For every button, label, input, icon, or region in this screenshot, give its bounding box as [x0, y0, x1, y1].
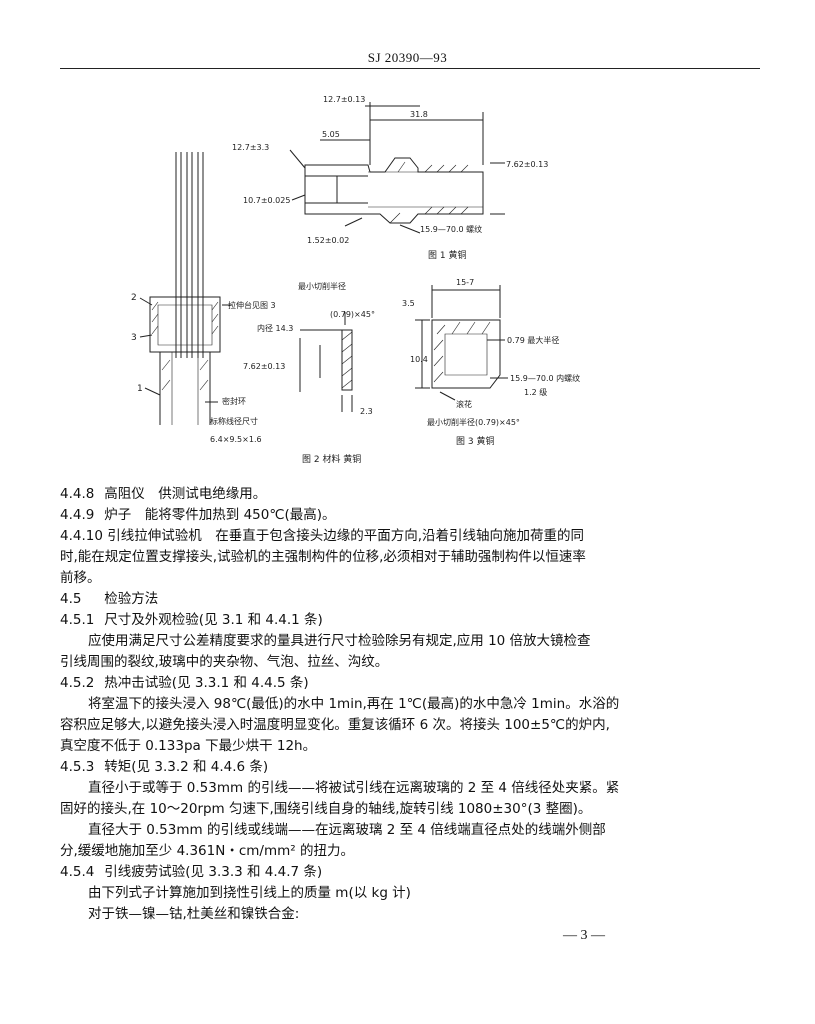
clause-text: 应使用满足尺寸公差精度要求的量具进行尺寸检验除另有规定,应用 10 倍放大镜检查: [88, 633, 591, 649]
fig1-dim-10-7: 10.7±0.025: [243, 196, 290, 205]
fig1-dim-1-52: 1.52±0.02: [307, 236, 349, 245]
clause-text: 引线周围的裂纹,玻璃中的夹杂物、气泡、拉丝、沟纹。: [60, 654, 389, 670]
text-line: 引线周围的裂纹,玻璃中的夹杂物、气泡、拉丝、沟纹。: [60, 652, 760, 673]
text-line: 4.4.9 炉子 能将零件加热到 450℃(最高)。: [60, 505, 760, 526]
text-line: 4.4.8 高阻仪 供测试电绝缘用。: [60, 484, 760, 505]
page-number: — 3 —: [563, 928, 605, 943]
clause-number: 4.4.8: [60, 486, 95, 502]
fig2-dim-762: 7.62±0.13: [243, 362, 285, 371]
fig2-dim-23: 2.3: [360, 407, 373, 416]
fig2-top-label: 最小切削半径: [298, 281, 346, 291]
fig3-inner-thread: 15.9—70.0 内螺纹: [510, 373, 580, 383]
fig2-tensile-note: 拉伸台见图 3: [228, 300, 276, 310]
header-rule: [60, 68, 760, 69]
text-line: 真空度不低于 0.133pa 下最少烘干 12h。: [60, 736, 760, 757]
clause-number: 4.4.9: [60, 507, 95, 523]
figure-3: [415, 285, 508, 401]
fig2-callout-2: 2: [131, 293, 137, 303]
fig3-dim-35: 3.5: [402, 299, 415, 308]
fig3-caption: 图 3 黄铜: [456, 435, 494, 447]
text-line: 将室温下的接头浸入 98℃(最低)的水中 1min,再在 1℃(最高)的水中急冷…: [60, 694, 760, 715]
clause-number: 4.5.2: [60, 675, 95, 691]
clause-text: 前移。: [60, 570, 101, 586]
clause-text: 时,能在规定位置支撑接头,试验机的主强制构件的位移,必须相对于辅助强制构件以恒速…: [60, 549, 586, 565]
fig1-dim-7-62: 7.62±0.13: [506, 160, 548, 169]
fig2-size: 6.4×9.5×1.6: [210, 435, 262, 444]
clause-text: 将室温下的接头浸入 98℃(最低)的水中 1min,再在 1℃(最高)的水中急冷…: [88, 696, 620, 712]
text-line: 分,缓缓地施加至少 4.361N・cm/mm² 的扭力。: [60, 841, 760, 862]
text-line: 容积应足够大,以避免接头浸入时温度明显变化。重复该循环 6 次。将接头 100±…: [60, 715, 760, 736]
clause-text: 真空度不低于 0.133pa 下最少烘干 12h。: [60, 738, 317, 754]
text-line: 由下列式子计算施加到挠性引线上的质量 m(以 kg 计): [60, 883, 760, 904]
fig1-dim-31-8: 31.8: [410, 110, 428, 119]
text-line: 直径大于 0.53mm 的引线或线端——在远离玻璃 2 至 4 倍线端直径点处的…: [60, 820, 760, 841]
fig1-dim-thread: 15.9—70.0 螺纹: [420, 224, 482, 234]
fig1-dim-5-05: 5.05: [322, 130, 340, 139]
fig2-callout-3: 3: [131, 333, 137, 343]
fig2-chamfer: (0.79)×45°: [330, 310, 375, 319]
text-line: 固好的接头,在 10～20rpm 匀速下,围绕引线自身的轴线,旋转引线 1080…: [60, 799, 760, 820]
fig2-seal-ring: 密封环: [222, 396, 246, 406]
text-line: 应使用满足尺寸公差精度要求的量具进行尺寸检验除另有规定,应用 10 倍放大镜检查: [60, 631, 760, 652]
document-code: SJ 20390—93: [367, 50, 448, 65]
clause-number: 4.5.1: [60, 612, 95, 628]
clause-number: 4.5.4: [60, 864, 95, 880]
text-line: 4.5.4 引线疲劳试验(见 3.3.3 和 4.4.7 条): [60, 862, 760, 883]
text-line: 4.5.2 热冲击试验(见 3.3.1 和 4.4.5 条): [60, 673, 760, 694]
fig3-grade: 1.2 级: [524, 387, 547, 397]
figure-2-assembly: [139, 152, 232, 425]
clause-text: 分,缓缓地施加至少 4.361N・cm/mm² 的扭力。: [60, 843, 354, 859]
clause-text: 尺寸及外观检验(见 3.1 和 4.4.1 条): [104, 612, 323, 628]
text-line: 直径小于或等于 0.53mm 的引线——将被试引线在远离玻璃的 2 至 4 倍线…: [60, 778, 760, 799]
fig3-top-dim: 15-7: [456, 278, 474, 287]
text-line: 4.5.1 尺寸及外观检验(见 3.1 和 4.4.1 条): [60, 610, 760, 631]
fig1-caption: 图 1 黄铜: [428, 249, 466, 261]
text-line: 4.5.3 转矩(见 3.3.2 和 4.4.6 条): [60, 757, 760, 778]
clause-text: 容积应足够大,以避免接头浸入时温度明显变化。重复该循环 6 次。将接头 100±…: [60, 717, 610, 733]
clause-number: 4.4.10: [60, 528, 103, 544]
clause-text: 对于铁—镍—钴,杜美丝和镍铁合金:: [88, 906, 300, 922]
text-line: 对于铁—镍—钴,杜美丝和镍铁合金:: [60, 904, 760, 925]
fig1-dim-12-7: 12.7±0.13: [323, 95, 365, 104]
clause-text: 检验方法: [104, 591, 159, 607]
text-line: 前移。: [60, 568, 760, 589]
clause-number: 4.5: [60, 591, 82, 607]
technical-figures: 12.7±0.13 31.8 5.05 12.7±3.3 7.62±0.13 1…: [131, 95, 580, 465]
fig1-dim-12-7b: 12.7±3.3: [232, 143, 269, 152]
fig2-callout-1: 1: [137, 384, 143, 394]
clause-number: 4.5.3: [60, 759, 95, 775]
fig3-knurl: 滚花: [456, 399, 472, 409]
text-line: 4.4.10 引线拉伸试验机 在垂直于包含接头边缘的平面方向,沿着引线轴向施加荷…: [60, 526, 760, 547]
body-text: 4.4.8 高阻仪 供测试电绝缘用。4.4.9 炉子 能将零件加热到 450℃(…: [60, 484, 760, 925]
clause-text: 热冲击试验(见 3.3.1 和 4.4.5 条): [104, 675, 309, 691]
fig3-min-radius: 最小切削半径(0.79)×45°: [427, 417, 520, 427]
figure-2-ring: [299, 312, 353, 412]
text-line: 时,能在规定位置支撑接头,试验机的主强制构件的位移,必须相对于辅助强制构件以恒速…: [60, 547, 760, 568]
clause-text: 高阻仪 供测试电绝缘用。: [104, 486, 267, 502]
clause-text: 炉子 能将零件加热到 450℃(最高)。: [104, 507, 336, 523]
fig3-radius: 0.79 最大半径: [507, 335, 559, 345]
clause-text: 由下列式子计算施加到挠性引线上的质量 m(以 kg 计): [88, 885, 411, 901]
fig2-wire-size: 标称线径尺寸: [210, 416, 258, 426]
clause-text: 固好的接头,在 10～20rpm 匀速下,围绕引线自身的轴线,旋转引线 1080…: [60, 801, 592, 817]
clause-text: 引线拉伸试验机 在垂直于包含接头边缘的平面方向,沿着引线轴向施加荷重的同: [107, 528, 585, 544]
fig2-caption: 图 2 材料 黄铜: [302, 453, 361, 465]
text-line: 4.5 检验方法: [60, 589, 760, 610]
clause-text: 引线疲劳试验(见 3.3.3 和 4.4.7 条): [104, 864, 323, 880]
clause-text: 直径大于 0.53mm 的引线或线端——在远离玻璃 2 至 4 倍线端直径点处的…: [88, 822, 606, 838]
clause-text: 转矩(见 3.3.2 和 4.4.6 条): [104, 759, 269, 775]
fig3-side-dim: 10.4: [410, 355, 428, 364]
fig2-inner-dia: 内径 14.3: [257, 323, 293, 333]
figure-1: [289, 102, 505, 234]
clause-text: 直径小于或等于 0.53mm 的引线——将被试引线在远离玻璃的 2 至 4 倍线…: [88, 780, 620, 796]
